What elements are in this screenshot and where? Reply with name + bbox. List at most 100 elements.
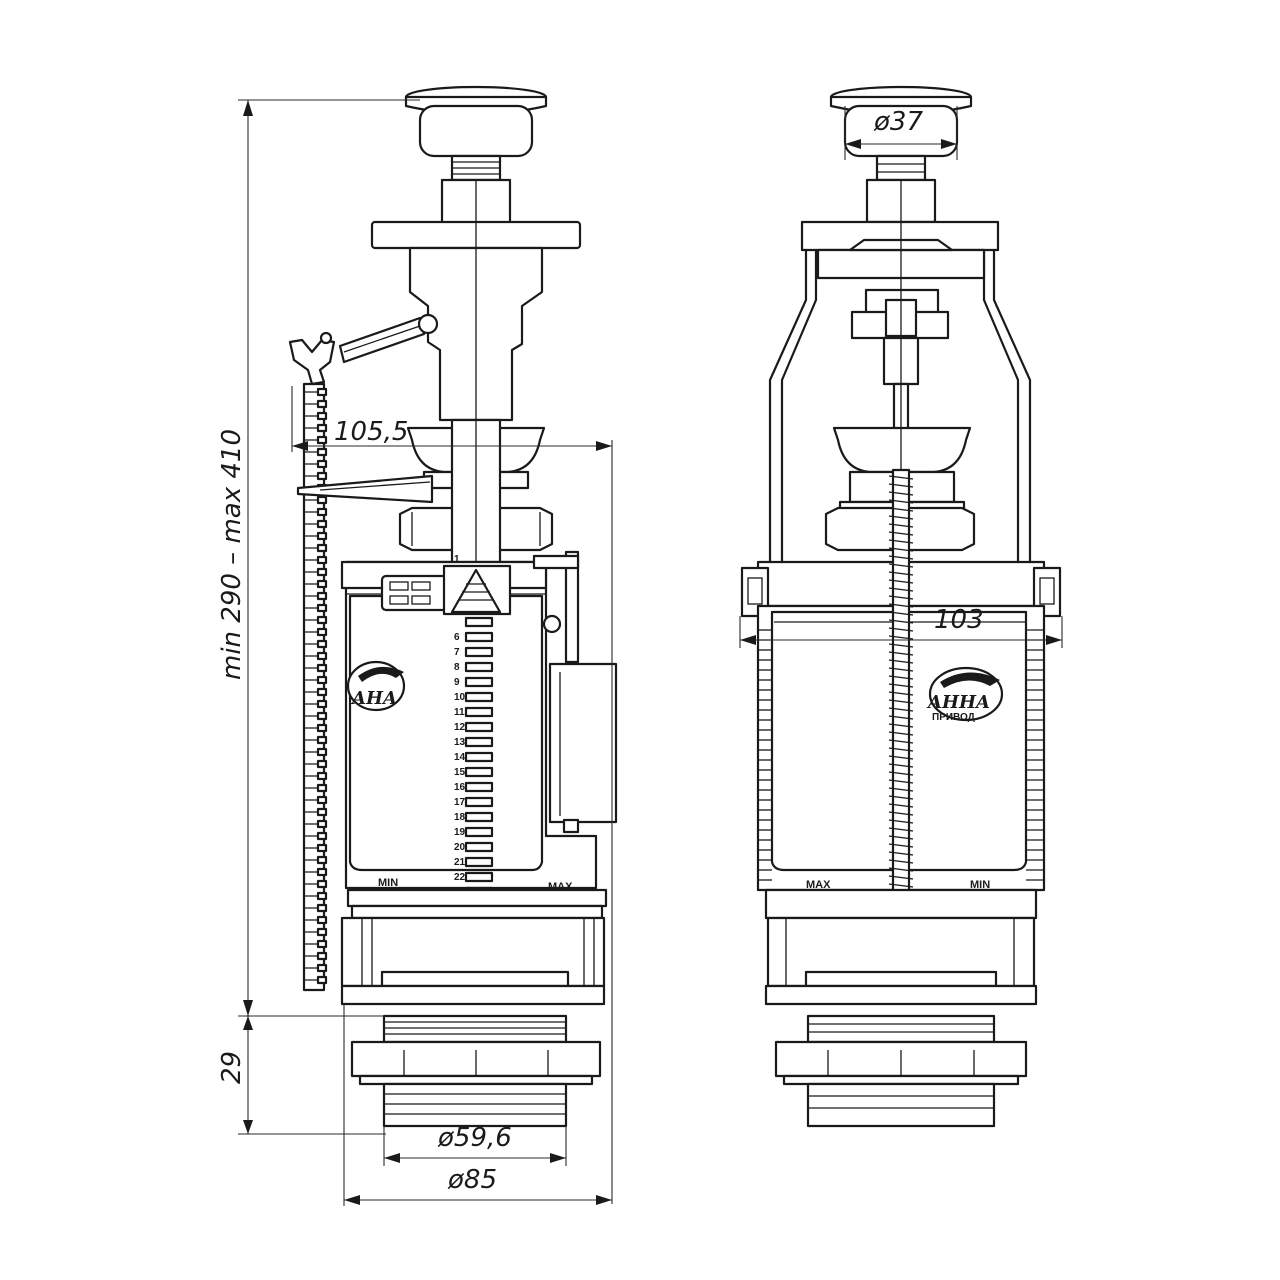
overflow-bar	[296, 474, 434, 504]
spring-coil	[888, 715, 914, 720]
rack-notch	[316, 771, 328, 781]
rack-notch	[316, 891, 328, 901]
rack-notch	[316, 615, 328, 625]
spring-coil	[888, 883, 914, 888]
rack-notch	[316, 507, 328, 517]
dimensions: min 290 – max 410 29 105,5 ø37 103	[217, 99, 1063, 1206]
rack-notch	[316, 699, 328, 709]
rack-notch	[316, 591, 328, 601]
spring-coil	[888, 491, 914, 496]
rack-notch	[316, 435, 328, 445]
spring-coil	[888, 867, 914, 872]
spring-coil	[888, 563, 914, 568]
spring-rod-front	[888, 180, 914, 992]
spring-coil	[888, 811, 914, 816]
scale-rung	[464, 646, 494, 658]
scale-rung	[464, 856, 494, 868]
scale-rung	[464, 616, 494, 628]
spring-coil	[888, 763, 914, 768]
rack-notch	[316, 759, 328, 769]
spring-coil	[888, 659, 914, 664]
lower-frame-front	[764, 888, 1038, 1006]
spring-coil	[888, 747, 914, 752]
rack-notch	[316, 843, 328, 853]
spring-coil	[888, 683, 914, 688]
scale-rung	[464, 661, 494, 673]
spring-coil	[888, 739, 914, 744]
thread-front	[774, 1014, 1028, 1128]
rack-notch	[316, 399, 328, 409]
rack-notch	[316, 495, 328, 505]
spring-coil	[888, 843, 914, 848]
float-cup-front	[832, 426, 972, 474]
spring-coil	[888, 667, 914, 672]
rack-notch	[316, 723, 328, 733]
rack-notch	[316, 975, 328, 985]
rack-notch	[316, 567, 328, 577]
spring-coil	[888, 539, 914, 544]
rack-notch	[316, 447, 328, 457]
spring-coil	[888, 795, 914, 800]
scale-number: 15	[454, 767, 466, 778]
spring-coil	[888, 827, 914, 832]
spring-coil	[888, 587, 914, 592]
rack-notch	[316, 939, 328, 949]
spring-coil	[888, 771, 914, 776]
front-view: MAX MIN AHHA ПРИВОД	[740, 85, 1062, 1128]
rack-notch	[316, 459, 328, 469]
dim-threaded-height: 29	[217, 1051, 247, 1084]
spring-coil	[888, 579, 914, 584]
dim-button-diameter: ø37	[873, 107, 923, 137]
spring-coil	[888, 603, 914, 608]
rack-notch	[316, 927, 328, 937]
scale-number: 13	[454, 737, 466, 748]
spring-coil	[888, 643, 914, 648]
side-view: 1 6789101112131415161718192021222324 MIN…	[288, 85, 618, 1128]
min-label-right: MIN	[970, 879, 990, 891]
scale-number: 11	[454, 707, 465, 718]
rack-notch	[316, 867, 328, 877]
dim-thread-diameter: ø59,6	[437, 1123, 512, 1153]
thread-side	[350, 1014, 602, 1128]
spring-coil	[888, 787, 914, 792]
rack-notch	[316, 639, 328, 649]
scale-number: 16	[454, 782, 466, 793]
logo-text-front: AHHA	[926, 692, 990, 713]
scale-number: 20	[454, 842, 466, 853]
spring-coil	[888, 875, 914, 880]
scale-rung	[464, 826, 494, 838]
logo-side: AHA	[346, 660, 406, 712]
scale-number: 18	[454, 812, 466, 823]
rack-notch	[316, 747, 328, 757]
scale-rung	[464, 691, 494, 703]
scale-number: 17	[454, 797, 466, 808]
spring-coil	[888, 595, 914, 600]
rack-notch	[316, 531, 328, 541]
spring-coil	[888, 555, 914, 560]
spring-coil	[888, 523, 914, 528]
scale-number: 21	[454, 857, 466, 868]
rack-notch	[316, 651, 328, 661]
rack-notch	[316, 795, 328, 805]
overflow-rack	[302, 382, 328, 992]
spring-coil	[888, 547, 914, 552]
rack-notch	[316, 387, 328, 397]
scale-number: 22	[454, 872, 466, 883]
dim-body-width: 103	[934, 605, 984, 635]
scale-rung	[464, 841, 494, 853]
scale-number: 9	[454, 677, 460, 688]
rack-notch	[316, 555, 328, 565]
logo-front: AHHA ПРИВОД	[926, 666, 1004, 723]
scale-rung	[464, 871, 494, 883]
rack-notch	[316, 675, 328, 685]
scale-number: 7	[454, 647, 460, 658]
scale-number: 8	[454, 662, 460, 673]
spring-coil	[888, 819, 914, 824]
rack-notch	[316, 579, 328, 589]
spring-coil	[888, 851, 914, 856]
scale-rung	[464, 706, 494, 718]
scale-rung	[464, 766, 494, 778]
rack-notch	[316, 735, 328, 745]
rack-notch	[316, 915, 328, 925]
button-spring	[452, 161, 500, 175]
